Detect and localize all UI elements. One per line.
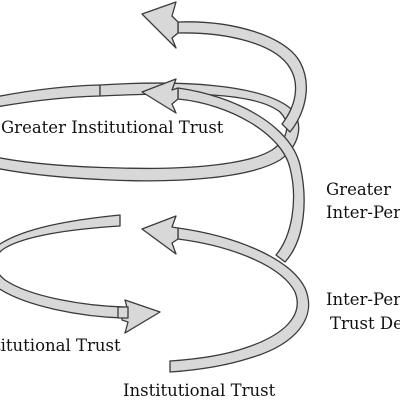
greater-inter-personal-label-line2: Inter-Pers	[326, 203, 400, 222]
inter-personal-trust-dev-label-line2: Trust Dev	[330, 314, 400, 333]
top-arrow-band	[177, 21, 307, 133]
top-arrow-head	[141, 1, 179, 49]
institutional-trust-bottom-label: Institutional Trust	[123, 381, 276, 400]
top-loop-body	[0, 84, 101, 107]
greater-inter-personal-label-line1: Greater	[326, 180, 391, 199]
mid-arrow-connector	[117, 306, 129, 319]
third-arrow-head	[141, 215, 179, 255]
inter-personal-trust-dev-label-line1: Inter-Pers	[326, 290, 400, 309]
greater-institutional-trust-label: Greater Institutional Trust	[1, 118, 224, 137]
institutional-trust-middle-label: titutional Trust	[0, 336, 121, 355]
second-arrow-head	[141, 78, 179, 114]
third-arrow-band	[169, 227, 310, 373]
second-arrow-band	[177, 87, 305, 263]
lower-left-band	[0, 214, 126, 319]
